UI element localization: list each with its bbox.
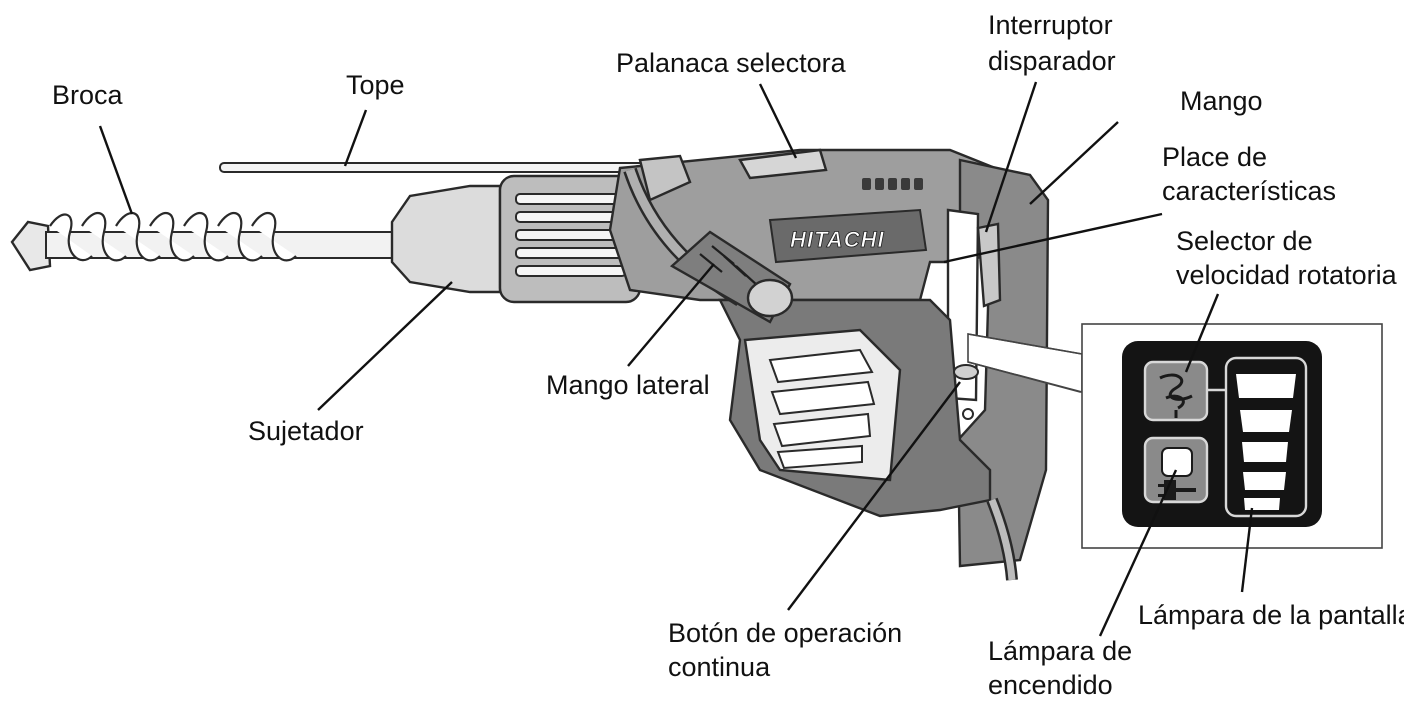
label-interruptor-line1: Interruptor	[988, 10, 1113, 40]
label-boton-line2: continua	[668, 652, 771, 682]
label-sujetador: Sujetador	[248, 416, 364, 446]
speed-level-2	[1243, 472, 1286, 490]
brand-logo: HITACHI	[790, 227, 885, 252]
speed-level-4	[1240, 410, 1292, 432]
label-lampara-encendido-line2: encendido	[988, 670, 1113, 700]
power-lamp	[1162, 448, 1192, 476]
label-palanca-selectora: Palanaca selectora	[616, 48, 847, 78]
label-lampara-pantalla: Lámpara de la pantalla	[1138, 600, 1404, 630]
label-interruptor-line2: disparador	[988, 46, 1116, 76]
label-lampara-encendido-line1: Lámpara de	[988, 636, 1132, 666]
label-mango: Mango	[1180, 86, 1263, 116]
depth-stop-rod	[220, 163, 660, 172]
label-placa-line1: Place de	[1162, 142, 1267, 172]
speed-level-5	[1236, 374, 1296, 398]
label-tope: Tope	[346, 70, 405, 100]
drill-bit	[12, 213, 396, 270]
label-selector-line2: velocidad rotatoria	[1176, 260, 1398, 290]
label-selector-line1: Selector de	[1176, 226, 1313, 256]
label-placa-line2: características	[1162, 176, 1336, 206]
label-mango-lateral: Mango lateral	[546, 370, 710, 400]
label-broca: Broca	[52, 80, 124, 110]
speed-level-3	[1242, 442, 1288, 462]
speed-level-1	[1244, 498, 1280, 510]
chuck	[392, 176, 640, 302]
label-boton-line1: Botón de operación	[668, 618, 902, 648]
